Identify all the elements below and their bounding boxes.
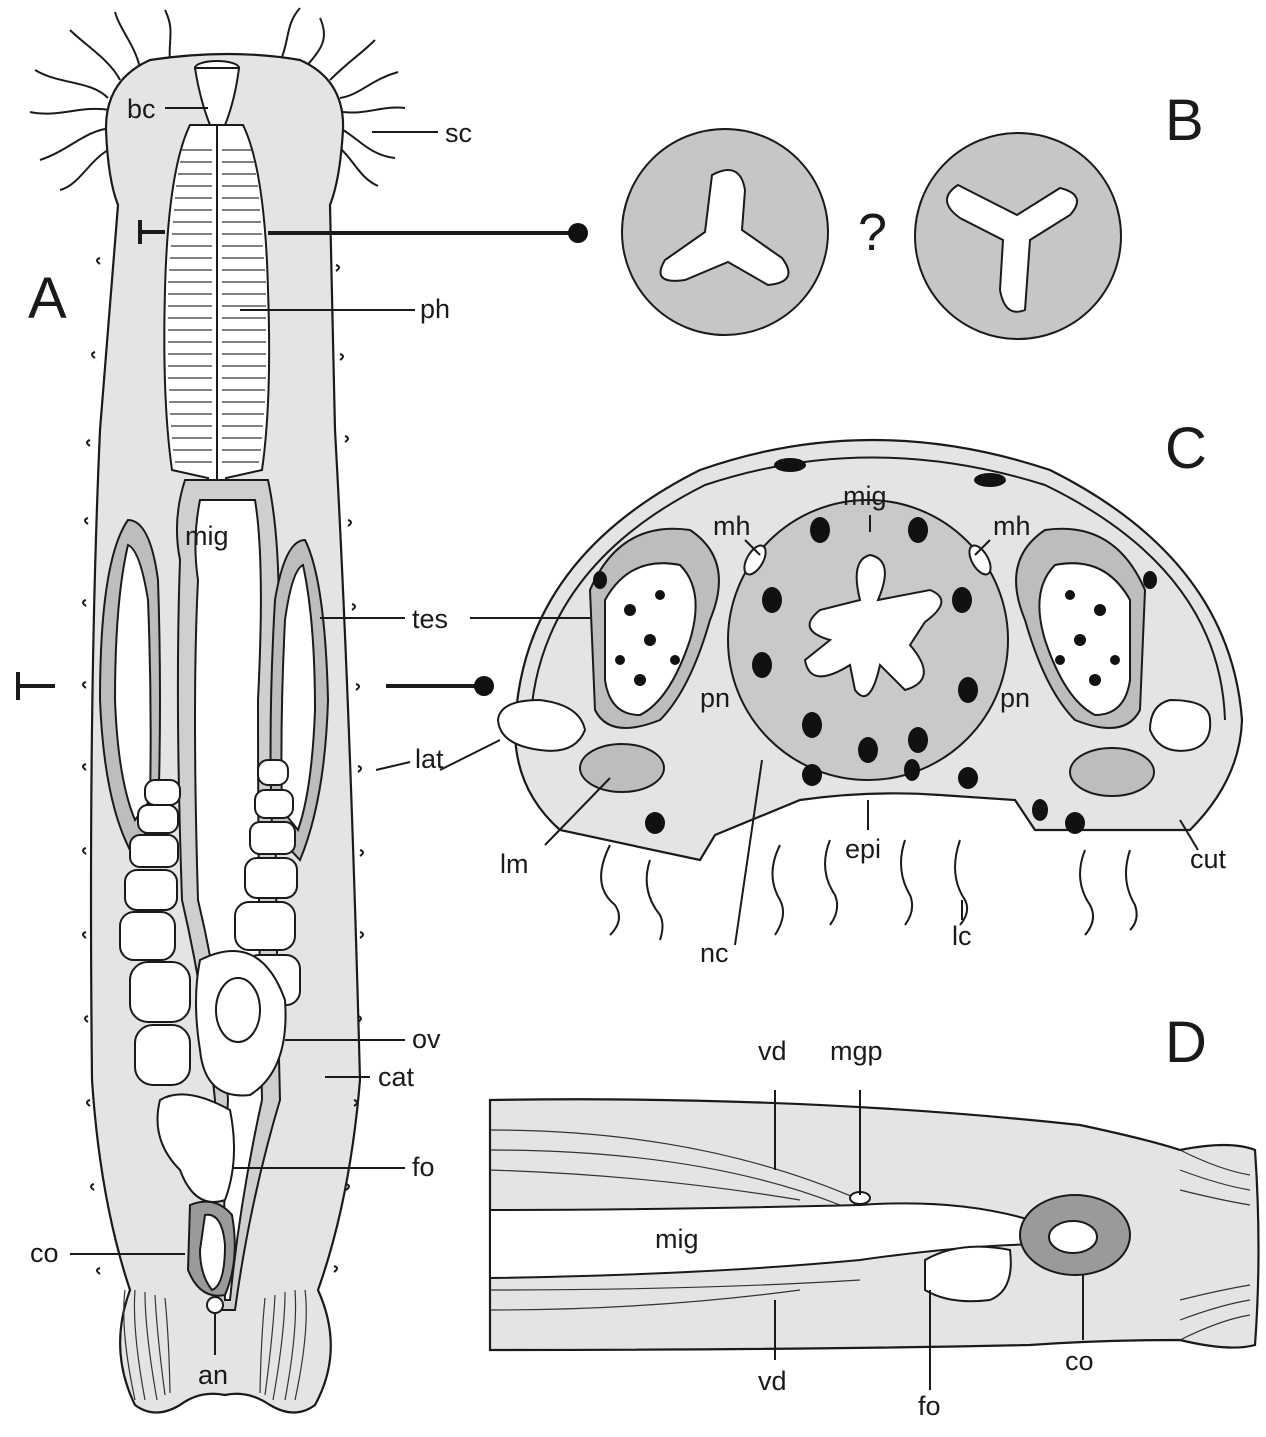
- label-fo-d: fo: [918, 1391, 941, 1421]
- label-tes: tes: [412, 604, 448, 634]
- label-pn-left: pn: [700, 683, 730, 713]
- label-mh-left: mh: [713, 511, 751, 541]
- label-cat: cat: [378, 1062, 415, 1092]
- longitudinal-muscle-right: [1070, 748, 1154, 796]
- question-mark: ?: [858, 204, 887, 262]
- label-mgp: mgp: [830, 1036, 883, 1066]
- label-lat: lat: [415, 744, 444, 774]
- label-ph: ph: [420, 294, 450, 324]
- label-lm: lm: [500, 849, 529, 879]
- label-mig-c: mig: [843, 481, 887, 511]
- section-marker-left-lower: [18, 672, 55, 700]
- label-co-a: co: [30, 1238, 59, 1268]
- label-an: an: [198, 1360, 228, 1390]
- panel-label-a: A: [28, 266, 67, 331]
- label-vd-top: vd: [758, 1036, 787, 1066]
- panel-label-d: D: [1165, 1010, 1207, 1075]
- label-sc: sc: [445, 118, 472, 148]
- label-mh-right: mh: [993, 511, 1031, 541]
- panel-c-drawing: [440, 440, 1242, 945]
- label-nc: nc: [700, 938, 729, 968]
- label-mig-d: mig: [655, 1224, 699, 1254]
- female-organ-d: [925, 1247, 1011, 1302]
- label-pn-right: pn: [1000, 683, 1030, 713]
- label-co-d: co: [1065, 1346, 1094, 1376]
- label-mig-a: mig: [185, 521, 229, 551]
- section-marker-dot-upper: [568, 223, 588, 243]
- label-fo-a: fo: [412, 1152, 435, 1182]
- panel-label-c: C: [1165, 416, 1207, 481]
- panel-label-b: B: [1165, 88, 1204, 153]
- label-epi: epi: [845, 834, 881, 864]
- label-bc: bc: [127, 94, 156, 124]
- lateral-organ-right: [1150, 700, 1210, 751]
- label-ov: ov: [412, 1024, 441, 1054]
- panel-d-drawing: [490, 1090, 1259, 1390]
- longitudinal-muscle-left: [580, 744, 664, 792]
- section-marker-dot-lower: [474, 676, 494, 696]
- label-cut: cut: [1190, 844, 1227, 874]
- label-lc: lc: [952, 921, 972, 951]
- label-vd-bottom: vd: [758, 1366, 787, 1396]
